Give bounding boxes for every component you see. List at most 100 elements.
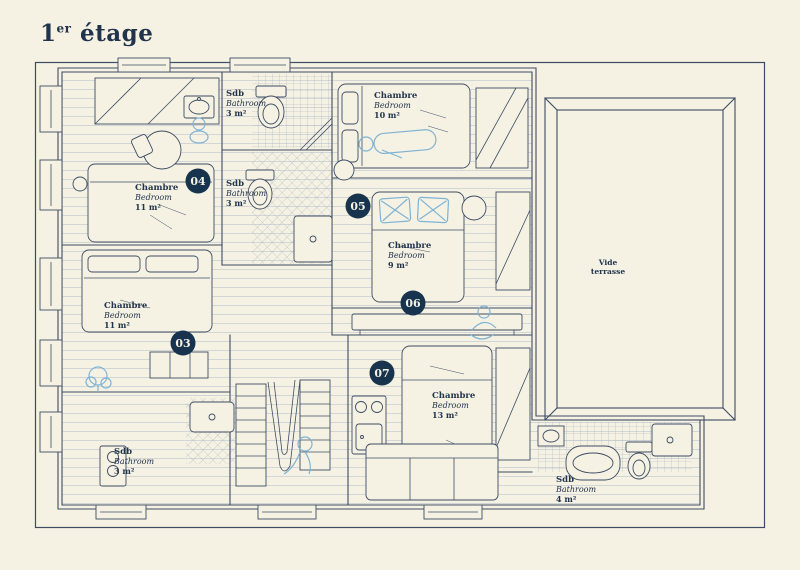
wardrobe-icon	[495, 347, 531, 461]
terrace-bevel	[722, 97, 736, 111]
label-bedroom-9: Chambre Bedroom 9 m²	[387, 241, 432, 270]
staircase-icon	[235, 379, 331, 487]
wardrobe-icon	[495, 191, 531, 291]
desk-icon	[351, 313, 523, 335]
sofa-icon	[365, 443, 499, 501]
room-area: 3 m²	[226, 198, 247, 208]
toilet-icon	[625, 441, 653, 480]
room-name-fr: Sdb	[226, 179, 244, 189]
terrace-frame	[544, 97, 736, 421]
plant-icon	[85, 366, 112, 392]
terrace-inner	[556, 109, 724, 409]
label-bathroom-mid: Sdb Bathroom 3 m²	[225, 179, 266, 208]
room-name-fr: Sdb	[556, 475, 574, 485]
room-labels: Chambre Bedroom 11 m² Chambre Bedroom 10…	[103, 89, 625, 504]
badge-circle	[345, 193, 371, 219]
frame-border	[34, 61, 766, 529]
bed-icon	[401, 345, 493, 469]
shower-icon	[651, 423, 693, 457]
badge-number: 03	[175, 337, 190, 350]
label-bedroom-11-top: Chambre Bedroom 11 m²	[134, 183, 179, 212]
badge-05: 05	[345, 193, 371, 219]
room-name-en: Bedroom	[134, 193, 172, 202]
outer-wall	[57, 67, 705, 510]
room-name-fr: Sdb	[114, 447, 132, 457]
radiator-icon	[99, 445, 127, 487]
room-name-fr: Chambre	[135, 183, 179, 193]
bathtub-icon	[565, 445, 621, 481]
room-area: 11 m²	[104, 320, 130, 330]
badge-circle	[185, 168, 211, 194]
room-area: 10 m²	[374, 110, 400, 120]
shower-icon	[299, 117, 333, 151]
room-name-fr: Chambre	[388, 241, 432, 251]
sink-icon	[183, 95, 215, 119]
pillow-icon	[416, 196, 450, 224]
label-bedroom-10: Chambre Bedroom 10 m²	[373, 91, 418, 120]
room-name-fr: Chambre	[432, 391, 476, 401]
bed-icon	[72, 163, 215, 243]
room-name-en: Bathroom	[113, 457, 154, 466]
title-number: 1	[40, 20, 57, 47]
apartment-walls	[57, 67, 705, 510]
toilet-icon	[245, 169, 275, 210]
shower-icon	[293, 215, 333, 263]
dresser-icon	[149, 351, 209, 379]
terrace-line1: Vide	[598, 258, 618, 267]
badge-04: 04	[185, 168, 211, 194]
room-name-en: Bedroom	[103, 311, 141, 320]
person-lying-icon	[358, 129, 437, 159]
terrace-line2: terrasse	[591, 267, 625, 276]
badge-circle	[369, 360, 395, 386]
vanity-icon	[537, 425, 565, 447]
room-area: 3 m²	[114, 466, 135, 476]
toilet-icon	[255, 85, 287, 129]
page-title: 1er étage	[40, 20, 153, 47]
room-name-en: Bedroom	[373, 101, 411, 110]
room-area: 9 m²	[388, 260, 409, 270]
room-name-en: Bedroom	[431, 401, 469, 410]
title-ordinal: er	[56, 21, 72, 36]
badge-number: 04	[190, 175, 206, 188]
label-bedroom-13: Chambre Bedroom 13 m²	[431, 391, 476, 420]
badge-number: 07	[374, 367, 389, 380]
room-area: 3 m²	[226, 108, 247, 118]
bed-icon	[333, 83, 471, 181]
person-washing-icon	[189, 117, 209, 144]
round-table-icon	[131, 130, 182, 170]
room-name-en: Bedroom	[387, 251, 425, 260]
window-boxes	[39, 57, 483, 520]
room-area: 13 m²	[432, 410, 458, 420]
room-name-fr: Sdb	[226, 89, 244, 99]
terrace-bevel	[544, 97, 558, 111]
badge-06: 06	[400, 290, 426, 316]
terrace-outer	[544, 97, 736, 421]
pillow-icon	[378, 196, 412, 224]
label-bedroom-11-bottom: Chambre Bedroom 11 m²	[103, 301, 148, 330]
badge-number: 06	[405, 297, 421, 310]
label-bathroom-bottom-left: Sdb Bathroom 3 m²	[113, 447, 154, 476]
person-at-desk-icon	[469, 305, 497, 340]
side-table-icon	[461, 195, 487, 221]
label-bathroom-top: Sdb Bathroom 3 m²	[225, 89, 266, 118]
badge-circle	[170, 330, 196, 356]
room-name-en: Bathroom	[555, 485, 596, 494]
wardrobe-icon	[475, 87, 529, 169]
furniture-layer	[39, 57, 693, 520]
label-terrace: Vide terrasse	[591, 258, 625, 276]
terrace-bevel	[544, 407, 558, 421]
badge-03: 03	[170, 330, 196, 356]
room-badges: 03 04 05 06 07	[170, 168, 426, 386]
terrace-bevel	[722, 407, 736, 421]
person-on-stairs-icon	[283, 436, 313, 475]
room-name-en: Bathroom	[225, 99, 266, 108]
badge-07: 07	[369, 360, 395, 386]
bed-icon	[81, 249, 213, 333]
badge-number: 05	[350, 200, 365, 213]
room-name-fr: Chambre	[374, 91, 418, 101]
room-area: 4 m²	[556, 494, 577, 504]
room-name-en: Bathroom	[225, 189, 266, 198]
room-area: 11 m²	[135, 202, 161, 212]
